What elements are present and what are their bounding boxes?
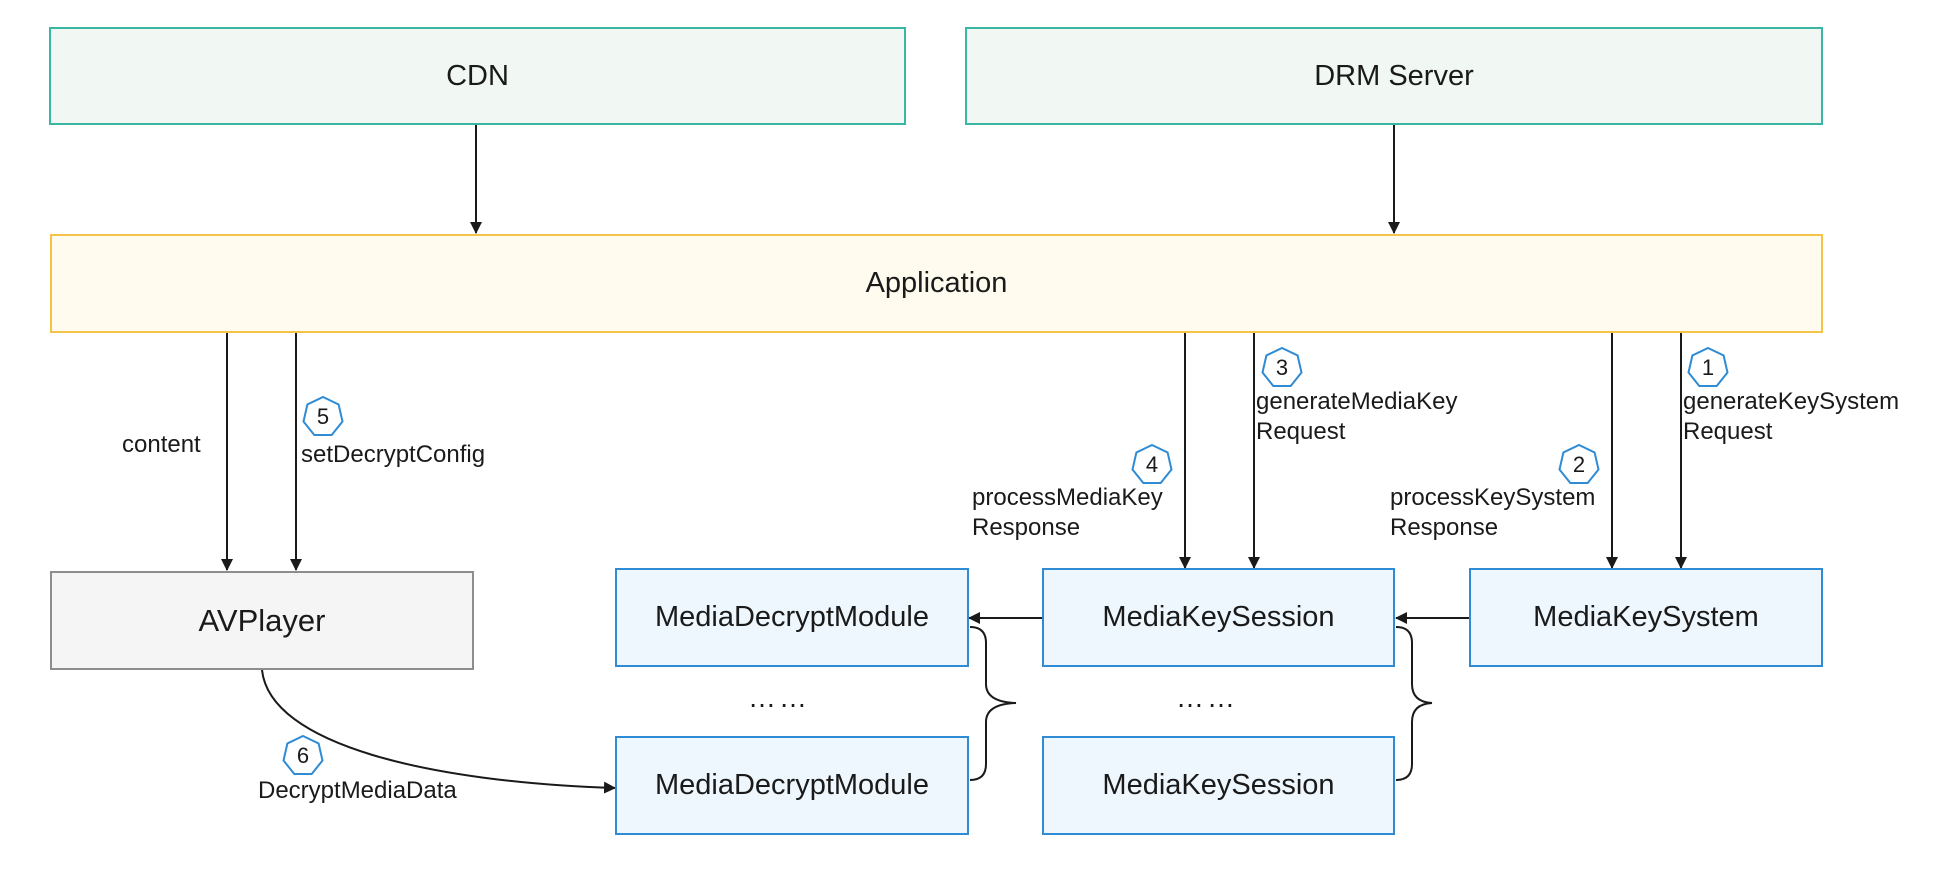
step-2-badge: 2 [1557, 443, 1601, 487]
content-label: content [122, 431, 201, 458]
step-4-number: 4 [1145, 452, 1159, 477]
step-3-badge: 3 [1260, 346, 1304, 390]
media-key-system-label: MediaKeySystem [1533, 601, 1759, 633]
drm-server-box: DRM Server [965, 27, 1823, 125]
step-1-badge: 1 [1686, 346, 1730, 390]
set-decrypt-config-label: setDecryptConfig [301, 441, 486, 468]
session-group-brace [1395, 626, 1433, 781]
avplayer-label: AVPlayer [198, 602, 326, 638]
cdn-box: CDN [49, 27, 906, 125]
application-label: Application [865, 267, 1008, 299]
process-key-system-response-label: processKeySystem Response [1390, 484, 1596, 541]
generate-key-system-request-label: generateKeySystem Request [1683, 388, 1900, 445]
step-5-number: 5 [316, 404, 330, 429]
application-box: Application [50, 234, 1823, 333]
generate-media-key-request-label: generateMediaKey Request [1256, 388, 1458, 445]
step-4-badge: 4 [1130, 443, 1174, 487]
avplayer-box: AVPlayer [50, 571, 474, 670]
heptagon-icon [1261, 346, 1303, 387]
step-2-number: 2 [1572, 452, 1586, 477]
step-3-number: 3 [1275, 355, 1289, 380]
process-media-key-response-label: processMediaKey Response [972, 484, 1163, 541]
session-ellipsis: …… [1176, 682, 1238, 713]
heptagon-icon [282, 734, 324, 775]
media-key-system-box: MediaKeySystem [1469, 568, 1823, 667]
step-5-badge: 5 [301, 395, 345, 439]
cdn-label: CDN [446, 59, 509, 92]
drm-server-label: DRM Server [1314, 59, 1474, 92]
media-key-session-box-2: MediaKeySession [1042, 736, 1395, 835]
heptagon-icon [1558, 443, 1600, 484]
heptagon-icon [302, 395, 344, 436]
media-key-session-box-1: MediaKeySession [1042, 568, 1395, 667]
step-1-number: 1 [1701, 355, 1715, 380]
heptagon-icon [1131, 443, 1173, 484]
decrypt-media-data-label: DecryptMediaData [258, 777, 457, 804]
media-decrypt-module-box-2: MediaDecryptModule [615, 736, 969, 835]
heptagon-icon [1687, 346, 1729, 387]
media-key-session-label-2: MediaKeySession [1102, 769, 1335, 801]
decrypt-module-group-brace [969, 626, 1017, 781]
decrypt-module-ellipsis: …… [748, 682, 810, 713]
decrypt-media-data-arrow [261, 669, 616, 794]
step-6-number: 6 [296, 743, 310, 768]
media-decrypt-module-label-2: MediaDecryptModule [654, 769, 929, 801]
media-key-session-label-1: MediaKeySession [1102, 601, 1335, 633]
step-6-badge: 6 [281, 734, 325, 778]
media-decrypt-module-label-1: MediaDecryptModule [654, 601, 929, 633]
media-decrypt-module-box-1: MediaDecryptModule [615, 568, 969, 667]
